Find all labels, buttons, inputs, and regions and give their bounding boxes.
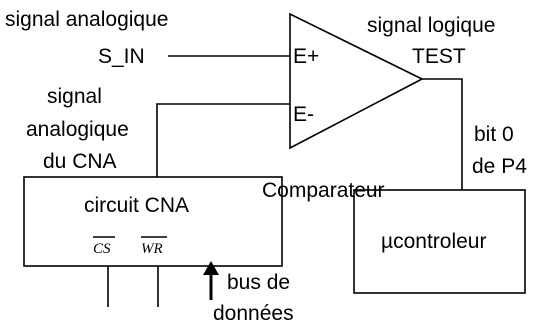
cs-pin-label: CS (93, 241, 111, 257)
wr-pin-label: WR (141, 241, 163, 257)
microcontroleur-label: µcontroleur (381, 230, 486, 253)
comparator-triangle (289, 12, 424, 150)
cna-signal-label-line1: signal (47, 85, 102, 108)
circuit-cna-box (23, 176, 283, 267)
signal-analogique-label: signal analogique (5, 8, 168, 31)
bus-arrow-head (203, 261, 219, 275)
signal-logique-label: signal logique (367, 14, 495, 37)
e-minus-label: E- (293, 103, 314, 126)
cna-output-wire (156, 103, 290, 177)
bit0-label-line2: de P4 (472, 155, 527, 178)
cna-signal-label-line3: du CNA (43, 150, 117, 173)
cna-signal-label-line2: analogique (26, 118, 129, 141)
microcontroleur-box (353, 189, 526, 294)
bus-label-line1: bus de (227, 271, 290, 294)
test-label: TEST (412, 45, 466, 68)
s-in-label: S_IN (98, 45, 145, 68)
e-plus-label: E+ (293, 45, 319, 68)
comparator-output-wire (422, 78, 463, 190)
comparateur-label: Comparateur (262, 179, 385, 202)
bus-label-line2: données (213, 302, 294, 325)
bit0-label-line1: bit 0 (474, 123, 514, 146)
circuit-cna-label: circuit CNA (84, 194, 189, 217)
